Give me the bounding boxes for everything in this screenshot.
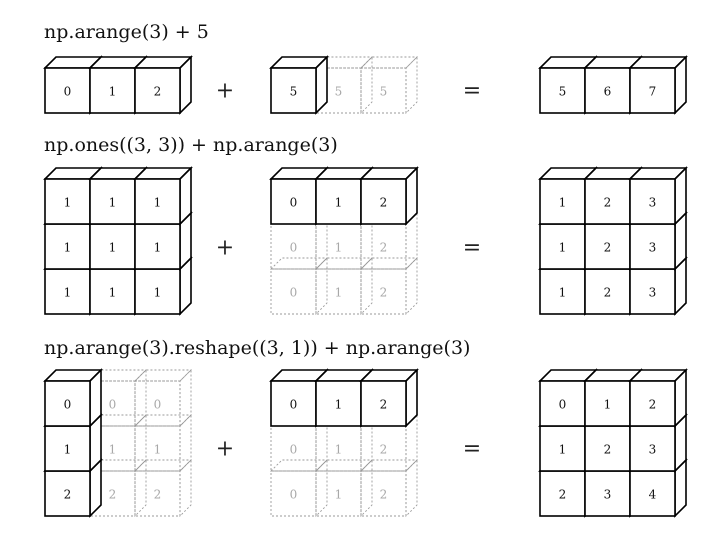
cell-value: 1 <box>559 286 567 300</box>
cell-value: 1 <box>559 241 567 255</box>
cell-value: 1 <box>154 286 162 300</box>
cell-value: 0 <box>290 286 298 300</box>
cell-value: 2 <box>604 286 612 300</box>
cell-value: 0 <box>64 85 72 99</box>
row-column-broadcast: np.arange(3).reshape((3, 1)) + np.arange… <box>43 337 688 518</box>
array-a: 0 1 2 <box>43 55 193 115</box>
cell-value: 1 <box>109 85 117 99</box>
cell-value: 3 <box>604 488 612 502</box>
cell-value: 1 <box>109 196 117 210</box>
array-cell: 2 <box>133 55 193 115</box>
array-b: 0 1 2 0 1 2 0 1 2 <box>269 368 419 518</box>
cell-value: 1 <box>335 398 343 412</box>
cell-value: 2 <box>380 286 388 300</box>
cell-value: 1 <box>335 286 343 300</box>
cell-value: 3 <box>649 286 657 300</box>
array-cell: 3 <box>628 166 688 226</box>
array-b: 0 1 2 0 1 2 0 1 2 <box>269 166 419 316</box>
cell-value: 0 <box>290 443 298 457</box>
broadcast-ghost-cell: 5 <box>359 55 419 115</box>
array-cell: 1 <box>133 166 193 226</box>
equals-operator: = <box>463 79 481 104</box>
cell-value: 0 <box>154 398 162 412</box>
cell-value: 0 <box>109 398 117 412</box>
plus-operator: + <box>216 79 234 104</box>
array-cell: 5 <box>269 55 329 115</box>
row-title: np.arange(3) + 5 <box>44 21 209 43</box>
cell-value: 3 <box>649 196 657 210</box>
array-result: 2 3 4 1 2 3 0 1 2 <box>538 368 688 518</box>
array-result: 5 6 7 <box>538 55 688 115</box>
cell-value: 6 <box>604 85 612 99</box>
array-cell: 2 <box>359 166 419 226</box>
cell-value: 0 <box>290 398 298 412</box>
cell-value: 2 <box>64 488 72 502</box>
plus-operator: + <box>216 437 234 462</box>
cell-value: 1 <box>154 443 162 457</box>
cell-value: 3 <box>649 241 657 255</box>
cell-value: 1 <box>154 196 162 210</box>
cell-value: 1 <box>154 241 162 255</box>
equals-operator: = <box>463 236 481 261</box>
cell-value: 1 <box>559 443 567 457</box>
cell-value: 2 <box>604 241 612 255</box>
equals-operator: = <box>463 437 481 462</box>
cell-value: 1 <box>604 398 612 412</box>
cell-value: 1 <box>335 488 343 502</box>
cell-value: 1 <box>109 443 117 457</box>
cell-value: 5 <box>290 85 298 99</box>
cell-value: 1 <box>109 241 117 255</box>
cell-value: 1 <box>559 196 567 210</box>
cell-value: 2 <box>559 488 567 502</box>
array-result: 1 2 3 1 2 3 1 2 3 <box>538 166 688 316</box>
array-a: 1 1 1 1 1 1 1 1 1 <box>43 166 193 316</box>
array-cell: 3 <box>628 256 688 316</box>
cell-value: 2 <box>604 443 612 457</box>
row-title: np.arange(3).reshape((3, 1)) + np.arange… <box>44 337 470 359</box>
cell-value: 1 <box>335 443 343 457</box>
cell-value: 1 <box>64 241 72 255</box>
cell-value: 2 <box>154 488 162 502</box>
cell-value: 5 <box>335 85 343 99</box>
cell-value: 2 <box>109 488 117 502</box>
cell-value: 7 <box>649 85 657 99</box>
cell-value: 5 <box>380 85 388 99</box>
cell-value: 1 <box>109 286 117 300</box>
cell-value: 1 <box>64 196 72 210</box>
cell-value: 1 <box>64 443 72 457</box>
cell-value: 2 <box>380 443 388 457</box>
cell-value: 2 <box>154 85 162 99</box>
cell-value: 2 <box>380 241 388 255</box>
plus-operator: + <box>216 236 234 261</box>
array-cell: 7 <box>628 55 688 115</box>
cell-value: 5 <box>559 85 567 99</box>
cell-value: 2 <box>380 196 388 210</box>
cell-value: 2 <box>604 196 612 210</box>
cell-value: 0 <box>290 196 298 210</box>
array-cell: 2 <box>628 368 688 428</box>
cell-value: 1 <box>335 196 343 210</box>
cell-value: 2 <box>380 398 388 412</box>
array-cell: 2 <box>359 368 419 428</box>
array-cell: 0 <box>43 368 103 428</box>
cell-value: 1 <box>335 241 343 255</box>
cell-value: 0 <box>64 398 72 412</box>
array-b: 5 5 5 <box>269 55 419 115</box>
row-scalar-broadcast: np.arange(3) + 5 0 1 2 + 5 5 5 = 5 6 7 <box>43 21 688 115</box>
cell-value: 2 <box>380 488 388 502</box>
cell-value: 0 <box>290 241 298 255</box>
cell-value: 1 <box>64 286 72 300</box>
array-a: 2 2 1 1 0 0 2 1 0 <box>43 368 193 518</box>
cell-value: 2 <box>649 398 657 412</box>
cell-value: 0 <box>290 488 298 502</box>
row-title: np.ones((3, 3)) + np.arange(3) <box>44 134 338 156</box>
cell-value: 0 <box>559 398 567 412</box>
cell-value: 3 <box>649 443 657 457</box>
broadcast-ghost-cell: 0 <box>133 368 193 428</box>
cell-value: 4 <box>649 488 657 502</box>
